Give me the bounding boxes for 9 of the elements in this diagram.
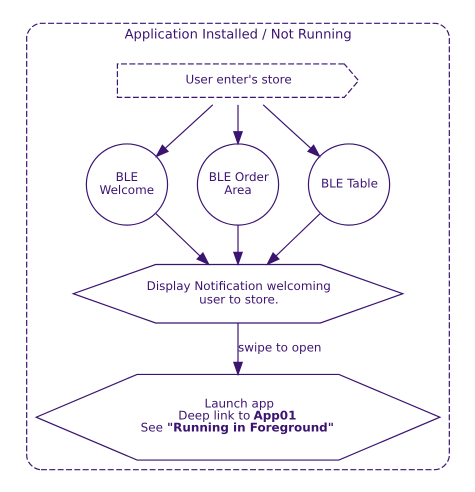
node-circle: BLE Order Area: [196, 142, 279, 226]
edge-label: swipe to open: [238, 340, 321, 354]
arrow: [232, 322, 243, 376]
arrow: [154, 104, 213, 158]
arrow: [155, 212, 210, 266]
arrow: [232, 104, 243, 145]
arrow: [232, 224, 243, 266]
arrow: [262, 104, 320, 158]
arrow: [266, 212, 320, 266]
